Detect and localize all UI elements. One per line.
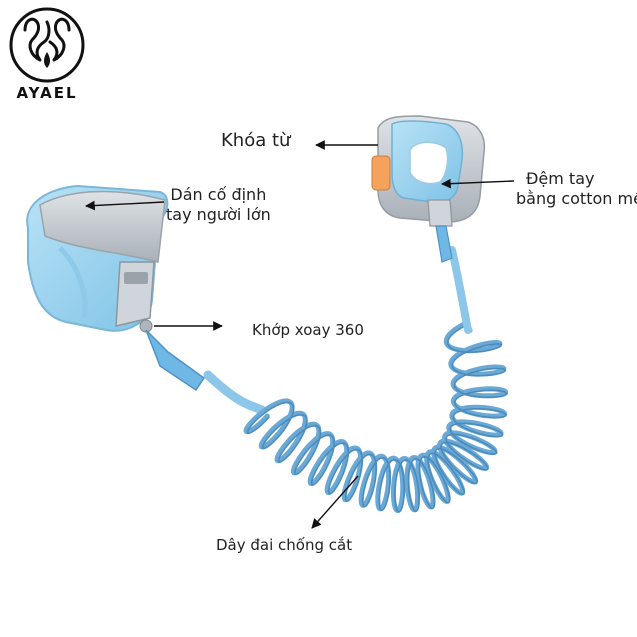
brand-name: AYAEL [16,84,78,102]
arrow-soft-pad [441,178,515,189]
label-fixed-strap-line1: Dán cố định [170,185,267,204]
arrow-cord [311,475,359,529]
label-soft-pad-line2: bằng cotton mềm [516,189,637,208]
label-cut-resistant-cord: Dây đai chống cắt [216,536,353,554]
label-soft-pad-line1: Đệm tay [526,169,595,188]
label-fixed-strap: Dán cố định tay người lớn [166,185,271,225]
label-swivel-joint: Khớp xoay 360 [252,321,364,339]
coiled-cord [203,246,508,513]
label-soft-pad: Đệm tay bằng cotton mềm [516,169,637,209]
child-wrist-strap [371,115,486,263]
annotation-arrows [85,140,515,529]
arrow-fixed-strap [85,200,165,211]
label-magnetic-lock: Khóa từ [221,130,291,151]
ayael-logo-icon [9,7,85,83]
label-fixed-strap-line2: tay người lớn [166,205,271,224]
adult-wrist-strap [26,184,206,392]
